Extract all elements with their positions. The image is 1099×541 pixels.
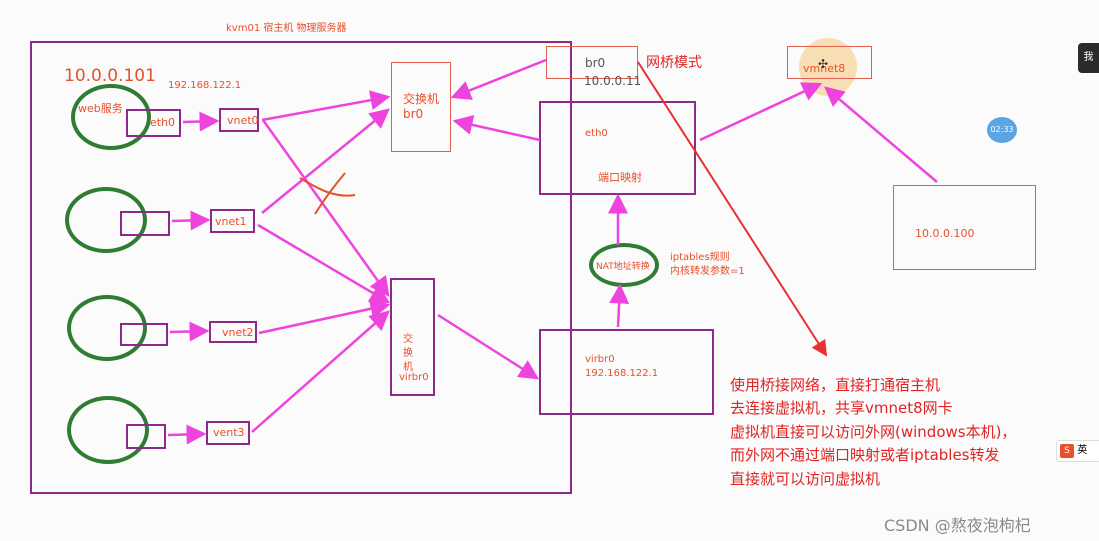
br0-ip: 10.0.0.11 — [584, 74, 642, 88]
port-mapping-label: 端口映射 — [598, 171, 642, 184]
bridge-mode-label: 网桥模式 — [646, 55, 702, 71]
switch-br0-label-2: br0 — [403, 107, 424, 121]
arrow-vnet0-virbr0 — [261, 119, 390, 298]
arrow-eth0-switch — [452, 115, 541, 142]
diagram-header: kvm01 宿主机 物理服务器 — [226, 23, 347, 34]
vnet1-box — [210, 209, 255, 233]
arrow-br0box-switch — [450, 58, 547, 100]
vm4-nic-box — [126, 424, 166, 449]
virbr0-ip: 192.168.122.1 — [585, 368, 659, 379]
arrow-vnet1-br0 — [261, 108, 390, 214]
crosshair-cursor-icon: ✣ — [818, 57, 829, 71]
switch-virbr0-label-4: virbr0 — [399, 372, 429, 383]
time-badge[interactable]: 02:33 — [987, 117, 1017, 143]
vnet1-label: vnet1 — [215, 215, 247, 228]
arrow-eth0-vnet0 — [182, 111, 220, 132]
vm4-circle — [67, 396, 149, 464]
ime-toolbar[interactable]: S 英 — [1056, 440, 1099, 462]
arrow-external-vmnet8 — [824, 86, 938, 183]
iptables-label-1: iptables规则 — [670, 252, 730, 263]
vm3-circle — [67, 295, 147, 361]
external-host-box — [893, 185, 1036, 270]
watermark: CSDN @熬夜泡枸杞 — [884, 516, 1031, 535]
sogou-icon: S — [1060, 444, 1074, 458]
arrow-virbr0-box — [437, 313, 540, 380]
note-line-4: 而外网不通过端口映射或者iptables转发 — [730, 446, 1000, 464]
note-line-3: 虚拟机直接可以访问外网(windows本机)， — [730, 423, 1017, 441]
vm1-circle — [71, 84, 151, 150]
host-gateway: 192.168.122.1 — [168, 80, 242, 91]
host-eth0-label: eth0 — [585, 128, 608, 139]
arrow-vnet2-virbr0 — [258, 298, 391, 335]
arrow-vnet1-virbr0 — [257, 223, 391, 304]
virbr0-label: virbr0 — [585, 354, 615, 365]
iptables-label-2: 内核转发参数=1 — [670, 266, 745, 277]
vm2-circle — [65, 187, 147, 253]
cross-out-mark — [299, 172, 356, 215]
vm1-eth0-box — [126, 109, 181, 137]
vnet0-box — [219, 108, 259, 132]
ime-lang: 英 — [1077, 445, 1088, 456]
note-line-5: 直接就可以访问虚拟机 — [730, 470, 881, 488]
host-ip: 10.0.0.101 — [64, 66, 156, 86]
vnet0-label: vnet0 — [227, 114, 259, 127]
nat-label: NAT地址转换 — [596, 262, 650, 272]
vnet2-box — [209, 321, 257, 343]
switch-br0-label-1: 交换机 — [403, 92, 440, 106]
vm2-nic-box — [120, 211, 170, 236]
switch-virbr0-box — [390, 278, 435, 396]
vm3-nic-box — [120, 323, 168, 346]
switch-br0-box — [391, 62, 451, 152]
vmnet8-label: vmnet8 — [803, 62, 846, 75]
arrow-eth0-vmnet8 — [699, 82, 823, 142]
note-line-2: 去连接虚拟机，共享vmnet8网卡 — [730, 399, 953, 417]
vent3-box — [206, 421, 250, 445]
switch-virbr0-label-3: 机 — [403, 362, 413, 373]
arrow-vm2-vnet1 — [171, 210, 211, 231]
vnet2-label: vnet2 — [222, 326, 254, 339]
arrow-virbr0box-nat — [609, 283, 630, 328]
external-host-ip: 10.0.0.100 — [915, 227, 975, 240]
switch-virbr0-label-1: 交 — [403, 334, 413, 345]
vm1-eth0-label: eth0 — [150, 116, 176, 129]
virbr0-box — [539, 329, 714, 415]
host-server-frame — [30, 41, 572, 494]
vmnet8-box — [787, 46, 872, 79]
arrow-vm3-vnet2 — [169, 321, 210, 342]
note-line-1: 使用桥接网络，直接打通宿主机 — [730, 376, 941, 394]
vent3-label: vent3 — [213, 426, 245, 439]
arrow-vm4-vent3 — [167, 424, 207, 445]
arrow-vnet0-br0 — [261, 90, 391, 122]
arrow-note-pointer — [637, 61, 828, 357]
switch-virbr0-label-2: 换 — [403, 348, 413, 359]
arrow-vent3-virbr0 — [251, 310, 390, 433]
br0-label: br0 — [585, 56, 606, 70]
side-panel-tab[interactable]: 我 — [1078, 43, 1099, 73]
